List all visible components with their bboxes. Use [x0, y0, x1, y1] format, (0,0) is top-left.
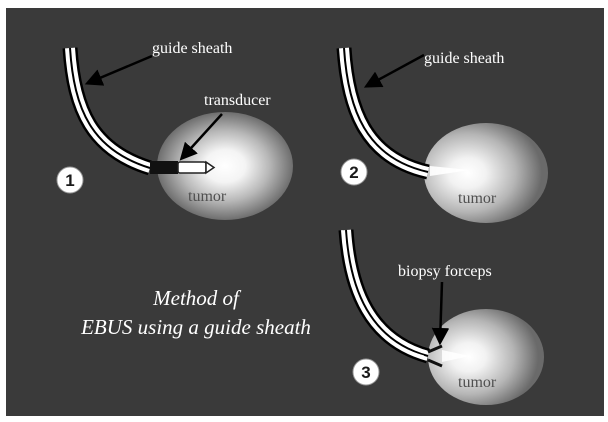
- step-3-number: 3: [361, 363, 370, 382]
- step-1-number: 1: [65, 171, 74, 190]
- step-2-number: 2: [349, 163, 358, 182]
- caption-line-1: Method of: [152, 286, 242, 310]
- label-tumor-3: tumor: [458, 374, 497, 391]
- caption-line-2: EBUS using a guide sheath: [80, 315, 311, 339]
- label-tumor-1: tumor: [188, 188, 227, 205]
- label-biopsy-forceps: biopsy forceps: [398, 263, 492, 280]
- label-guide-sheath-2: guide sheath: [424, 50, 504, 67]
- label-guide-sheath-1: guide sheath: [152, 40, 232, 57]
- transducer: [150, 161, 178, 174]
- label-transducer: transducer: [204, 92, 271, 109]
- label-tumor-2: tumor: [458, 190, 497, 207]
